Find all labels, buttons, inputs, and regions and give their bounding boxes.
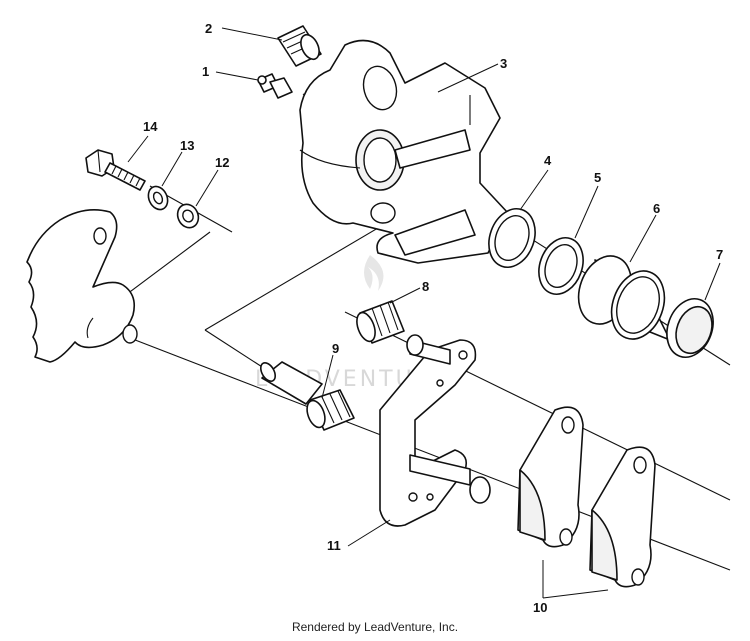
callout-2: 2: [205, 21, 212, 36]
callout-14: 14: [143, 119, 158, 134]
part-3-caliper-body: [299, 39, 509, 264]
part-8-pin-boot: [356, 300, 405, 344]
part-5-seal: [538, 237, 584, 295]
callout-13: 13: [180, 138, 194, 153]
part-10-brake-pad-outer: [589, 446, 656, 588]
part-12-washer: [176, 203, 200, 229]
part-11-support-bracket: [379, 334, 491, 527]
callout-9: 9: [332, 341, 339, 356]
callout-3: 3: [500, 56, 507, 71]
callout-12: 12: [215, 155, 229, 170]
part-6-piston: [577, 255, 671, 341]
part-1-bleeder-screw: [257, 73, 293, 99]
render-credit: Rendered by LeadVenture, Inc.: [291, 620, 459, 634]
part-13-lock-washer: [147, 185, 169, 211]
part-7-dust-boot: [666, 298, 714, 358]
part-9-slide-pin: [259, 361, 355, 431]
leader-lines: [127, 27, 721, 599]
callout-labels: 2 1 3 4 5 6 7 8 9 10 11 12 13 14: [143, 21, 723, 615]
part-10-brake-pad-inner: [517, 406, 584, 548]
callout-11: 11: [327, 538, 341, 553]
mounting-bracket: [26, 209, 138, 363]
callout-1: 1: [202, 64, 209, 79]
callout-5: 5: [594, 170, 601, 185]
part-2-bleeder-cap: [277, 25, 322, 67]
callout-6: 6: [653, 201, 660, 216]
callout-10: 10: [533, 600, 547, 615]
callout-8: 8: [422, 279, 429, 294]
part-4-seal: [488, 208, 536, 268]
callout-7: 7: [716, 247, 723, 262]
part-14-bolt: [85, 149, 146, 191]
callout-4: 4: [544, 153, 552, 168]
